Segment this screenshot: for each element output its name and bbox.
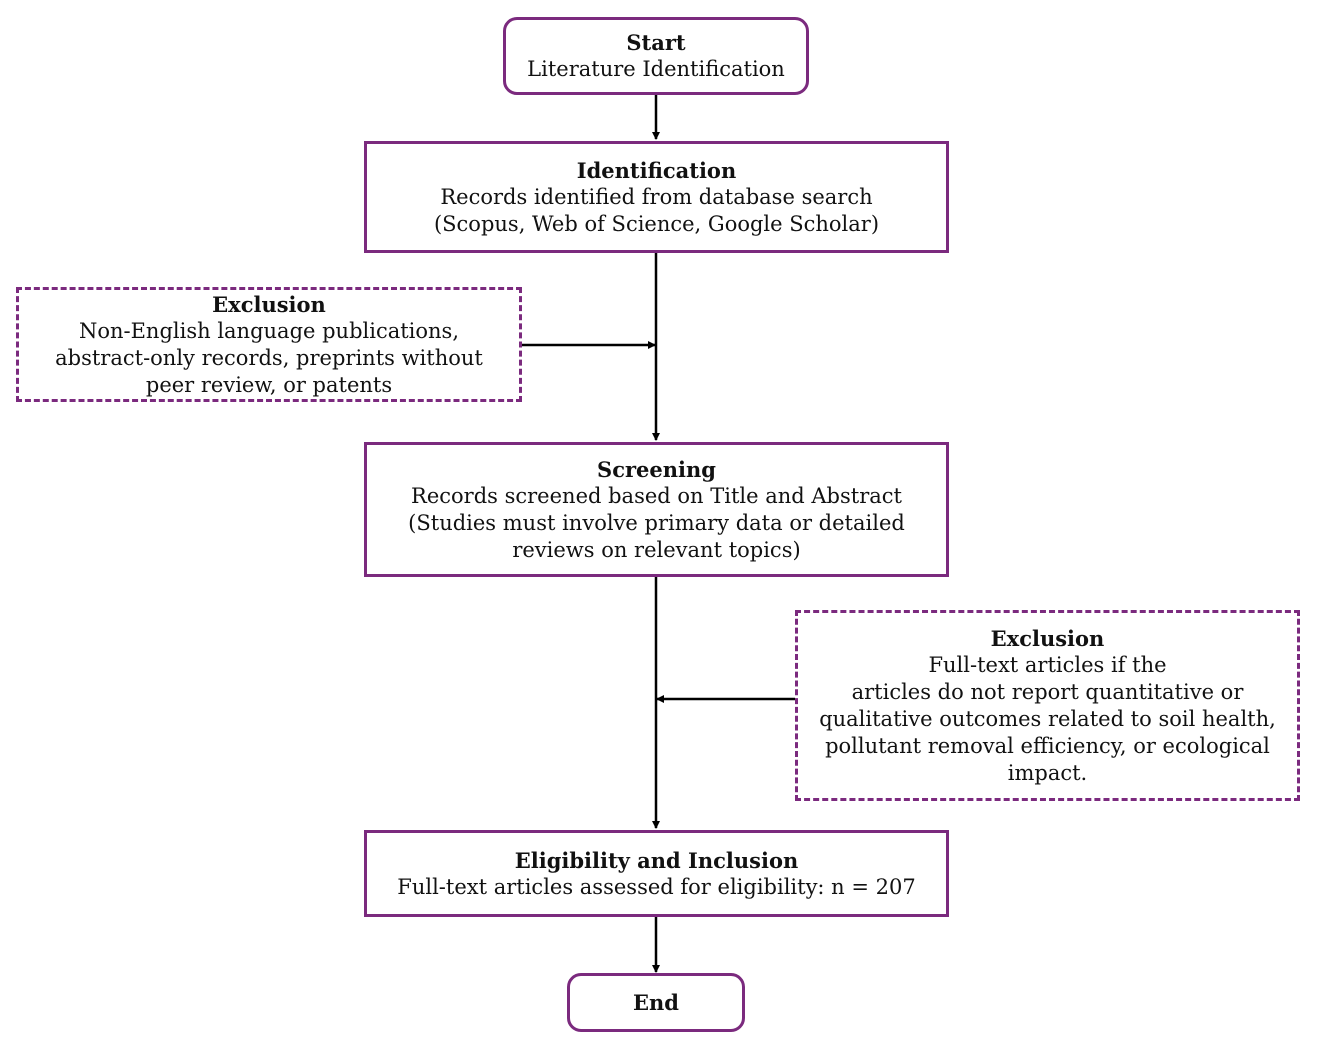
end-title: End: [633, 990, 679, 1015]
start-title: Start: [626, 30, 686, 55]
screening-text-3: reviews on relevant topics): [512, 537, 801, 562]
identification-text-2: (Scopus, Web of Science, Google Scholar): [433, 211, 880, 236]
exclusion-2-text-3: qualitative outcomes related to soil hea…: [819, 706, 1276, 731]
exclusion-2-text-2: articles do not report quantitative or: [851, 679, 1244, 704]
exclusion-2-text-4: pollutant removal efficiency, or ecologi…: [825, 733, 1270, 758]
exclusion-2-text-1: Full-text articles if the: [928, 652, 1167, 677]
eligibility-text: Full-text articles assessed for eligibil…: [397, 874, 916, 899]
exclusion-1-title: Exclusion: [212, 291, 326, 317]
screening-text-1: Records screened based on Title and Abst…: [411, 483, 902, 508]
identification-text-1: Records identified from database search: [440, 184, 873, 209]
start-node: Start Literature Identification: [503, 17, 809, 95]
exclusion-2-title: Exclusion: [990, 625, 1105, 651]
exclusion-1-text-2: abstract-only records, preprints without: [55, 345, 483, 370]
end-node: End: [567, 973, 745, 1032]
exclusion-1-text-1: Non-English language publications,: [78, 318, 460, 343]
exclusion-node-2: Exclusion Full-text articles if the arti…: [795, 610, 1300, 801]
exclusion-1-text-3: peer review, or patents: [145, 372, 393, 397]
exclusion-2-text-5: impact.: [1007, 760, 1088, 785]
screening-title: Screening: [597, 456, 716, 482]
exclusion-node-1: Exclusion Non-English language publicati…: [16, 287, 522, 402]
eligibility-node: Eligibility and Inclusion Full-text arti…: [364, 830, 949, 917]
start-text: Literature Identification: [527, 57, 785, 81]
identification-title: Identification: [576, 157, 737, 183]
identification-node: Identification Records identified from d…: [364, 141, 949, 253]
eligibility-title: Eligibility and Inclusion: [514, 847, 799, 873]
screening-node: Screening Records screened based on Titl…: [364, 442, 949, 577]
screening-text-2: (Studies must involve primary data or de…: [408, 510, 905, 535]
